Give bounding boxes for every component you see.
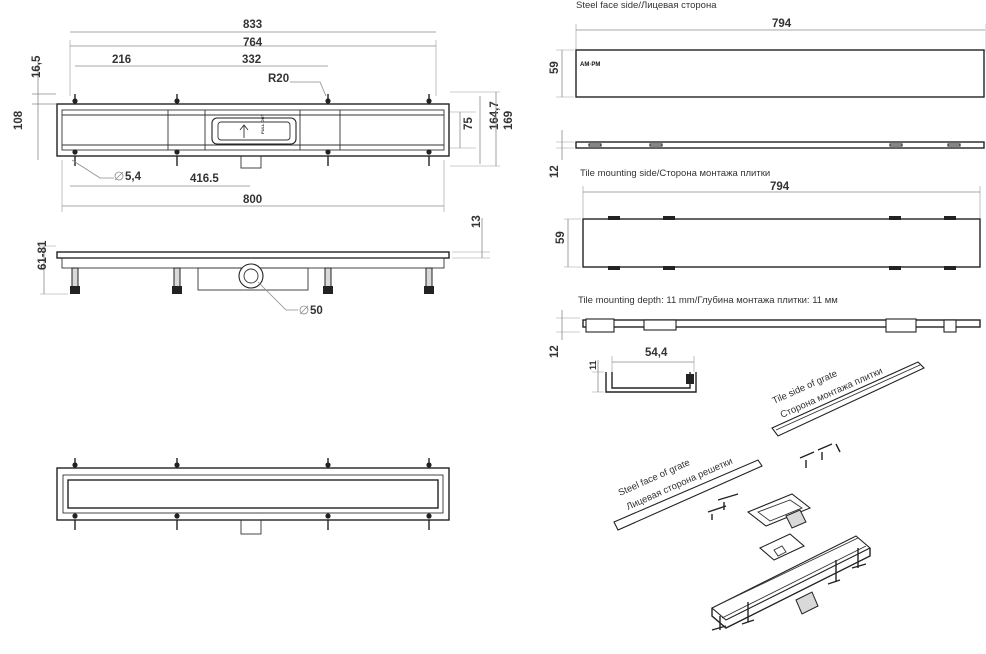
top-view-plan: PULL OUT 833 764 216 332 R20 16: [13, 19, 515, 212]
dim-794-b: 794: [770, 181, 790, 193]
side-view: 61-81 13 50: [37, 215, 490, 317]
caption-tile-mounting-side: Tile mounting side/Сторона монтажа плитк…: [580, 168, 770, 179]
dim-16-5: 16,5: [31, 55, 43, 78]
dim-332: 332: [242, 54, 261, 66]
dim-75: 75: [463, 117, 475, 130]
dim-164-7: 164,7: [489, 101, 501, 130]
dim-61-81: 61-81: [37, 240, 49, 270]
dim-416-5: 416.5: [190, 173, 219, 185]
caption-tile-mounting-depth: Tile mounting depth: 11 mm/Глубина монта…: [578, 295, 838, 306]
tile-mounting-view: Tile mounting side/Сторона монтажа плитк…: [555, 168, 981, 270]
trap-assembly: [746, 493, 812, 561]
dim-59-b: 59: [555, 231, 567, 244]
steel-face-view: Steel face side/Лицевая сторона 794 AM·P…: [549, 0, 986, 98]
channel-body: [711, 535, 871, 631]
dim-764: 764: [243, 37, 263, 49]
dim-11: 11: [588, 360, 598, 370]
caption-steel-face: Steel face side/Лицевая сторона: [576, 0, 717, 11]
dim-108: 108: [13, 110, 25, 130]
bottom-plan-view: [56, 458, 450, 535]
exploded-view: Tile side of grate Сторона монтажа плитк…: [613, 361, 925, 631]
dim-800: 800: [243, 194, 262, 206]
mounting-brackets: [707, 443, 841, 520]
steel-face-side-profile: 12: [549, 130, 985, 178]
dim-54-4: 54,4: [645, 347, 668, 359]
mounting-legs-top: [72, 94, 432, 166]
side-legs: [70, 267, 434, 294]
radius-r20: R20: [268, 73, 289, 85]
grate-cross-section: 54,4 11: [588, 347, 697, 393]
dim-12-a: 12: [549, 165, 561, 178]
dim-59-a: 59: [549, 61, 561, 74]
brand-logo: AM·PM: [580, 62, 600, 68]
dim-50: 50: [310, 305, 323, 317]
dim-794-a: 794: [772, 18, 792, 30]
dim-833: 833: [243, 19, 262, 31]
dim-216: 216: [112, 54, 131, 66]
tile-mounting-depth-profile: Tile mounting depth: 11 mm/Глубина монта…: [549, 295, 981, 358]
dim-5-4: 5,4: [125, 171, 142, 183]
trap-label: PULL OUT: [260, 114, 265, 134]
dim-169: 169: [503, 111, 515, 130]
grate-tile-side: Tile side of grate Сторона монтажа плитк…: [771, 361, 925, 437]
grate-steel-face: Steel face of grate Лицевая сторона реше…: [613, 456, 763, 531]
dim-12-b: 12: [549, 345, 561, 358]
dim-13: 13: [471, 215, 483, 228]
